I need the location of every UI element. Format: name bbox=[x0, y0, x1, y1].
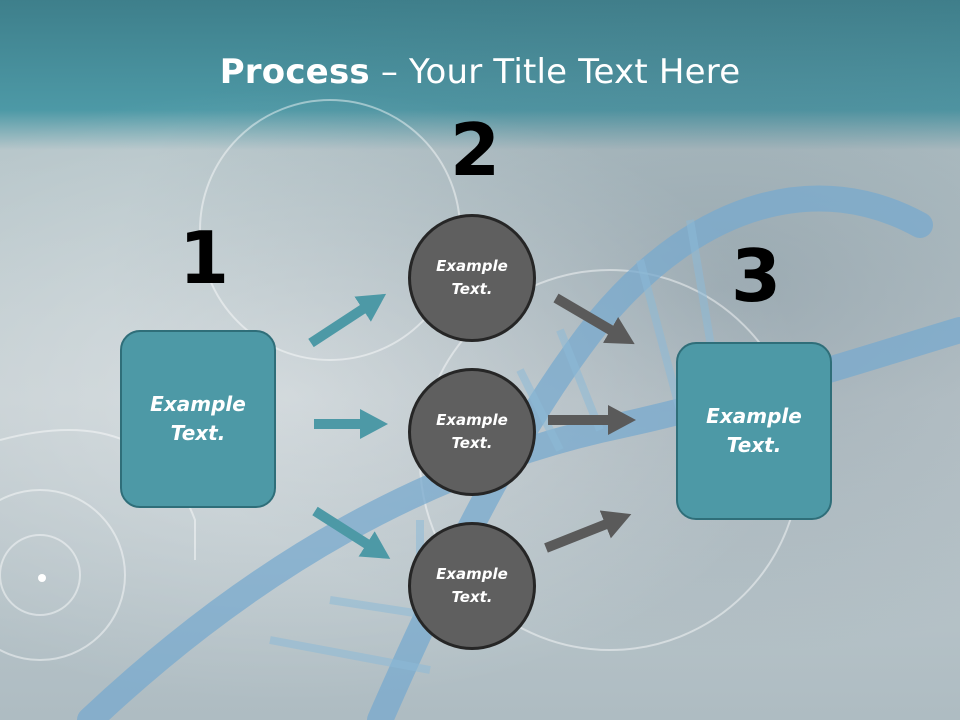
step-number-3: 3 bbox=[731, 234, 782, 318]
process-circle-top: Example Text. bbox=[408, 214, 536, 342]
arrow-left-to-top bbox=[308, 293, 387, 348]
step-number-1: 1 bbox=[179, 216, 230, 300]
left-process-box: Example Text. bbox=[120, 330, 276, 508]
process-circle-middle: Example Text. bbox=[408, 368, 536, 496]
title-bold: Process bbox=[219, 52, 370, 92]
process-circle-bottom: Example Text. bbox=[408, 522, 536, 650]
arrow-left-to-bottom bbox=[312, 506, 391, 559]
title-rest: – Your Title Text Here bbox=[369, 52, 741, 92]
arrow-bottom-to-right bbox=[544, 510, 632, 553]
step-number-2: 2 bbox=[450, 108, 501, 192]
slide-title: Process – Your Title Text Here bbox=[0, 52, 960, 92]
right-process-box: Example Text. bbox=[676, 342, 832, 520]
arrow-top-to-right bbox=[553, 293, 635, 345]
